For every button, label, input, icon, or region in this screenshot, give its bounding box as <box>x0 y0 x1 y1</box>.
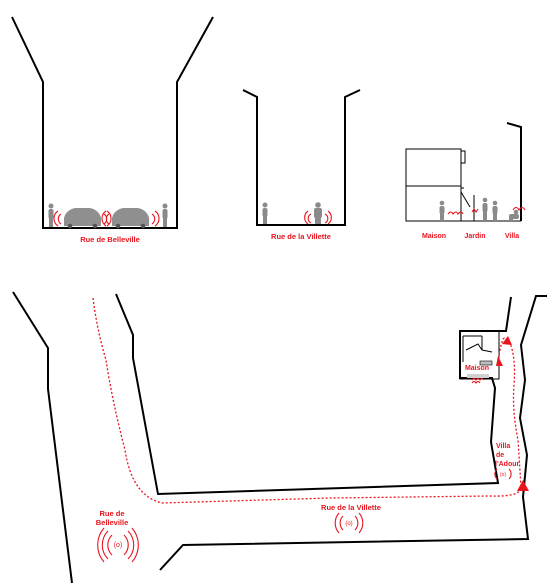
sound-waves-icon: (o) <box>334 512 364 534</box>
plan-label-rue-de-belleville-line1: Rue de <box>99 509 124 518</box>
street-section-outline <box>11 16 214 229</box>
pedestrian-figure <box>482 197 488 221</box>
pedestrian-figure <box>439 200 445 221</box>
section-rue-de-belleville: Rue de Belleville <box>11 16 214 244</box>
plan-wall <box>115 293 512 496</box>
plan-label-rue-de-la-villette: Rue de la Villette <box>321 503 381 512</box>
plan-label-maison: Maison <box>465 365 489 372</box>
svg-text:(o): (o) <box>345 521 352 527</box>
house-lower-floor <box>405 185 462 222</box>
pedestrian-figure <box>314 202 322 224</box>
street-plan: (o) (o) (o) Rue de Belleville Rue de la … <box>12 291 547 583</box>
section-label: Rue de Belleville <box>80 235 140 244</box>
villa-wall <box>506 122 522 221</box>
section-maison-jardin-villa: Maison Jardin Villa <box>405 122 526 240</box>
sound-waves-icon <box>304 210 332 225</box>
walking-route <box>92 297 522 504</box>
plan-wall <box>159 295 547 571</box>
plan-label-villa-line1: Villa <box>496 443 510 450</box>
section-label-jardin: Jardin <box>464 233 485 240</box>
plan-label-villa-line3: l'Adour <box>495 461 519 468</box>
sound-scribble <box>512 206 526 212</box>
car-icon <box>64 208 101 229</box>
section-label-villa: Villa <box>505 233 519 240</box>
route-marker-icon <box>496 356 503 366</box>
car-icon <box>112 208 149 229</box>
svg-text:(o): (o) <box>114 542 123 549</box>
pedestrian-figure <box>48 203 54 227</box>
plan-label-villa-line2: de <box>496 452 504 459</box>
street-section-outline <box>242 89 361 226</box>
section-rue-de-la-villette: Rue de la Villette <box>242 89 361 241</box>
section-label: Rue de la Villette <box>271 232 331 241</box>
pedestrian-figure <box>162 203 168 227</box>
plan-wall <box>12 291 73 583</box>
plan-label-rue-de-belleville-line2: Belleville <box>96 518 129 527</box>
pedestrian-figure <box>262 202 268 224</box>
section-label-maison: Maison <box>422 233 446 240</box>
house-upper-floor <box>405 148 462 187</box>
sound-waves-icon: (o) <box>494 468 512 480</box>
route-marker-icon <box>517 480 529 491</box>
sound-waves-icon: (o) <box>97 527 139 563</box>
sound-scribble <box>471 208 479 213</box>
pedestrian-figure <box>492 200 498 221</box>
sound-scribble <box>447 211 464 216</box>
seated-figure <box>509 209 519 221</box>
sound-scribble <box>471 377 485 381</box>
svg-text:(o): (o) <box>500 472 506 478</box>
route-marker-icon <box>502 336 512 345</box>
sound-waves-icon <box>53 210 160 227</box>
